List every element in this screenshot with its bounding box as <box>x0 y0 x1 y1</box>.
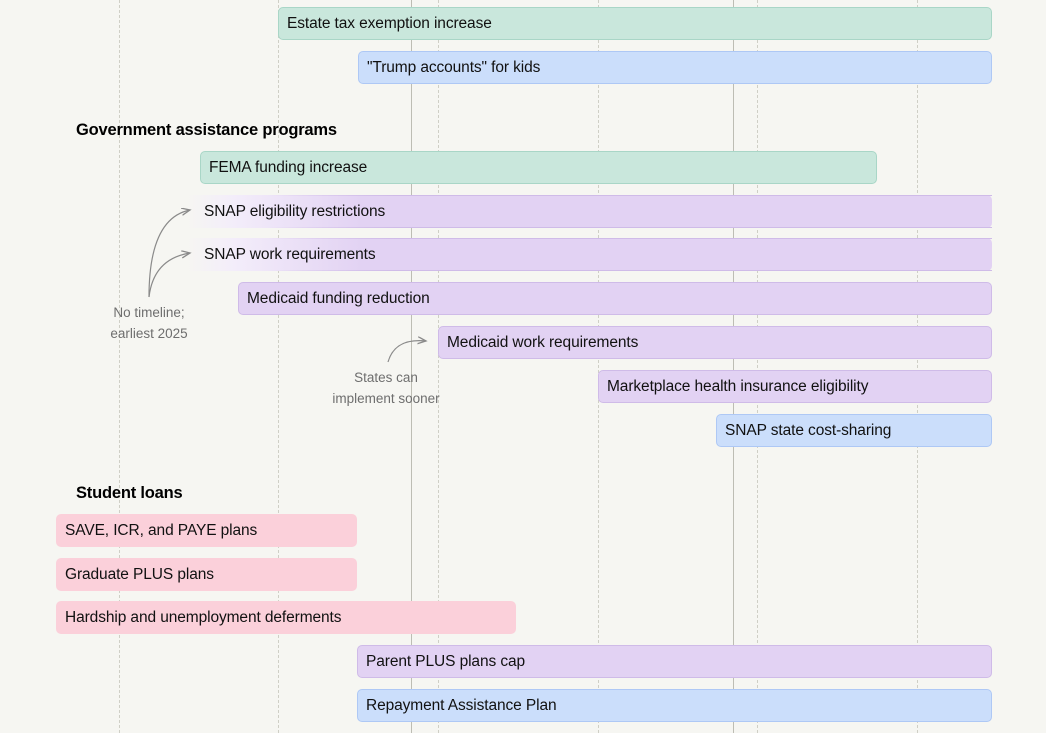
group-title: Student loans <box>76 484 183 502</box>
gridline-solid <box>733 0 734 733</box>
gridline-solid <box>411 0 412 733</box>
timeline-bar-label: Graduate PLUS plans <box>65 565 214 583</box>
gridline-dashed <box>917 0 919 733</box>
chart-annotation: States can implement sooner <box>332 370 440 406</box>
timeline-bar[interactable]: "Trump accounts" for kids <box>358 51 992 84</box>
arrow-no-timeline-upper <box>148 210 190 298</box>
timeline-bar-label: SNAP eligibility restrictions <box>204 202 386 220</box>
timeline-bar[interactable]: Estate tax exemption increase <box>278 7 992 40</box>
timeline-bar-label: FEMA funding increase <box>209 158 368 176</box>
timeline-bar[interactable]: Medicaid work requirements <box>438 326 992 359</box>
timeline-bar-label: "Trump accounts" for kids <box>367 58 541 76</box>
chart-annotation: No timeline; earliest 2025 <box>110 305 188 341</box>
timeline-bar-label: SNAP state cost-sharing <box>725 421 892 439</box>
timeline-bar-label: Medicaid work requirements <box>447 333 639 351</box>
timeline-bar[interactable]: Repayment Assistance Plan <box>357 689 992 722</box>
timeline-bar-label: Repayment Assistance Plan <box>366 696 557 714</box>
timeline-bar[interactable]: Graduate PLUS plans <box>56 558 357 591</box>
arrow-no-timeline-lower <box>148 253 190 298</box>
timeline-bar-label: SAVE, ICR, and PAYE plans <box>65 521 258 539</box>
gridline-dashed <box>119 0 121 733</box>
timeline-bar[interactable]: Parent PLUS plans cap <box>357 645 992 678</box>
timeline-bar[interactable]: SNAP eligibility restrictions <box>186 195 992 228</box>
timeline-bar[interactable]: SNAP state cost-sharing <box>716 414 992 447</box>
timeline-bar[interactable]: Medicaid funding reduction <box>238 282 992 315</box>
timeline-bar-label: Marketplace health insurance eligibility <box>607 377 869 395</box>
timeline-bar[interactable]: Hardship and unemployment deferments <box>56 601 516 634</box>
timeline-bar[interactable]: Marketplace health insurance eligibility <box>598 370 992 403</box>
gridline-dashed <box>757 0 759 733</box>
gridline-dashed <box>438 0 440 733</box>
timeline-bar-label: Estate tax exemption increase <box>287 14 492 32</box>
group-title: Government assistance programs <box>76 121 337 139</box>
gridline-dashed <box>598 0 600 733</box>
arrow-states-can-implement <box>387 341 426 363</box>
timeline-bar[interactable]: FEMA funding increase <box>200 151 877 184</box>
timeline-bar[interactable]: SAVE, ICR, and PAYE plans <box>56 514 357 547</box>
gridline-dashed <box>278 0 280 733</box>
timeline-bar-label: Parent PLUS plans cap <box>366 652 526 670</box>
timeline-bar-label: Hardship and unemployment deferments <box>65 608 342 626</box>
timeline-bar[interactable]: SNAP work requirements <box>186 238 992 271</box>
timeline-bar-label: Medicaid funding reduction <box>247 289 430 307</box>
timeline-bar-label: SNAP work requirements <box>204 245 376 263</box>
